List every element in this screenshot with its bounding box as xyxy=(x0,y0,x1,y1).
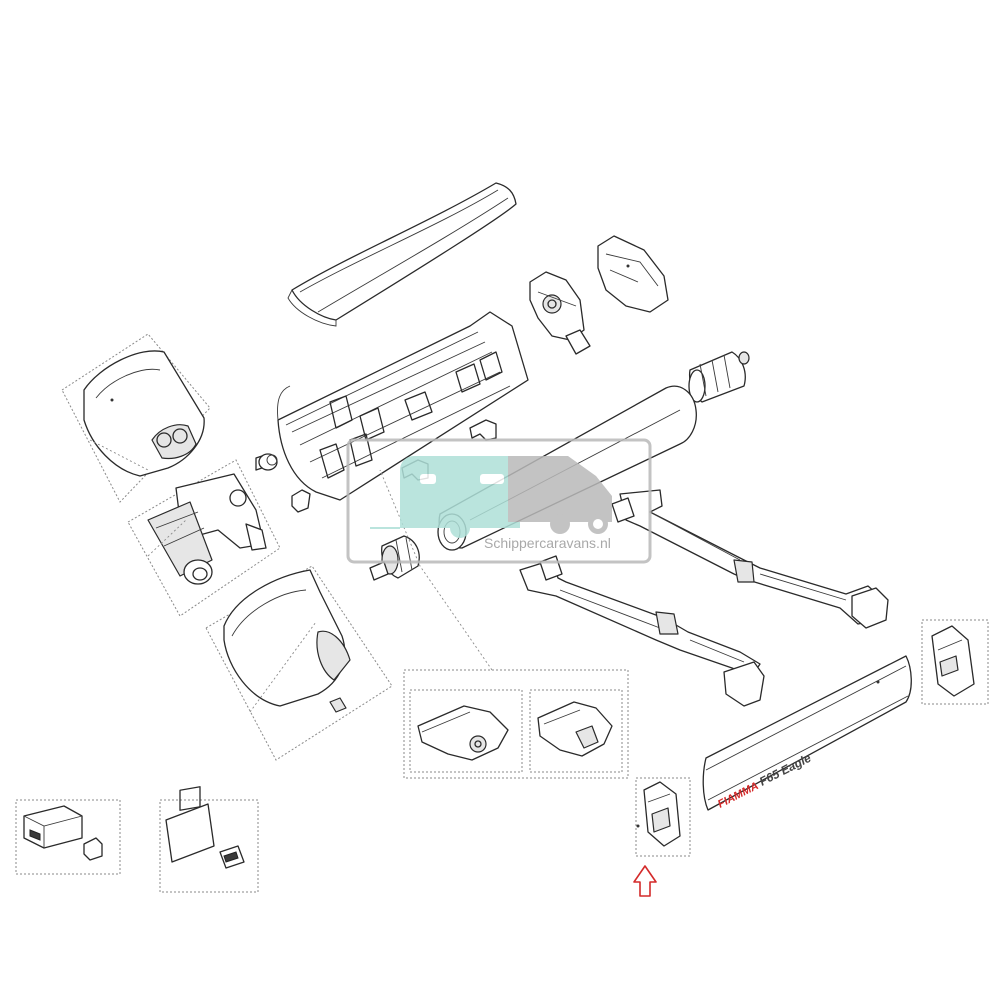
housing-clip-1[interactable] xyxy=(469,419,497,441)
watermark-logo: Schippercaravans.nl xyxy=(346,438,652,564)
top-cover-panel[interactable] xyxy=(287,182,517,327)
leader-line xyxy=(89,439,149,471)
end-cap-small[interactable] xyxy=(255,453,278,471)
support-arm-upper[interactable] xyxy=(611,489,889,629)
watermark-text: Schippercaravans.nl xyxy=(484,535,611,551)
group-box-motor-cover xyxy=(61,333,211,503)
group-box-bracket-a xyxy=(409,689,523,773)
motor-cover[interactable] xyxy=(83,350,205,477)
end-plate-right[interactable] xyxy=(931,625,975,697)
switch-plate[interactable] xyxy=(165,786,245,869)
roller-motor-drum[interactable] xyxy=(688,351,750,403)
wall-bracket-a[interactable] xyxy=(417,705,509,761)
awning-housing[interactable] xyxy=(277,311,529,501)
group-box-brackets xyxy=(403,669,629,779)
wall-bracket-b[interactable] xyxy=(537,701,613,757)
group-box-end-plate xyxy=(921,619,989,705)
group-box-switch xyxy=(159,799,259,893)
group-box-bracket-b xyxy=(529,689,623,773)
side-bracket[interactable] xyxy=(529,271,591,355)
leader-line xyxy=(379,469,493,671)
group-box-control-unit xyxy=(15,799,121,875)
gasket-small[interactable] xyxy=(291,489,311,513)
group-box-end-cap-highlighted xyxy=(635,777,691,857)
end-cap-cover[interactable] xyxy=(597,235,669,313)
control-unit[interactable] xyxy=(23,805,103,861)
roller-end-plug[interactable] xyxy=(369,535,420,581)
motor-gear-assembly[interactable] xyxy=(147,473,267,585)
leader-line xyxy=(249,621,317,713)
end-cover[interactable] xyxy=(223,569,351,713)
end-cap-highlighted-part[interactable] xyxy=(636,781,681,847)
support-arm-lower[interactable] xyxy=(519,555,765,707)
arrow-up-icon xyxy=(633,865,657,897)
